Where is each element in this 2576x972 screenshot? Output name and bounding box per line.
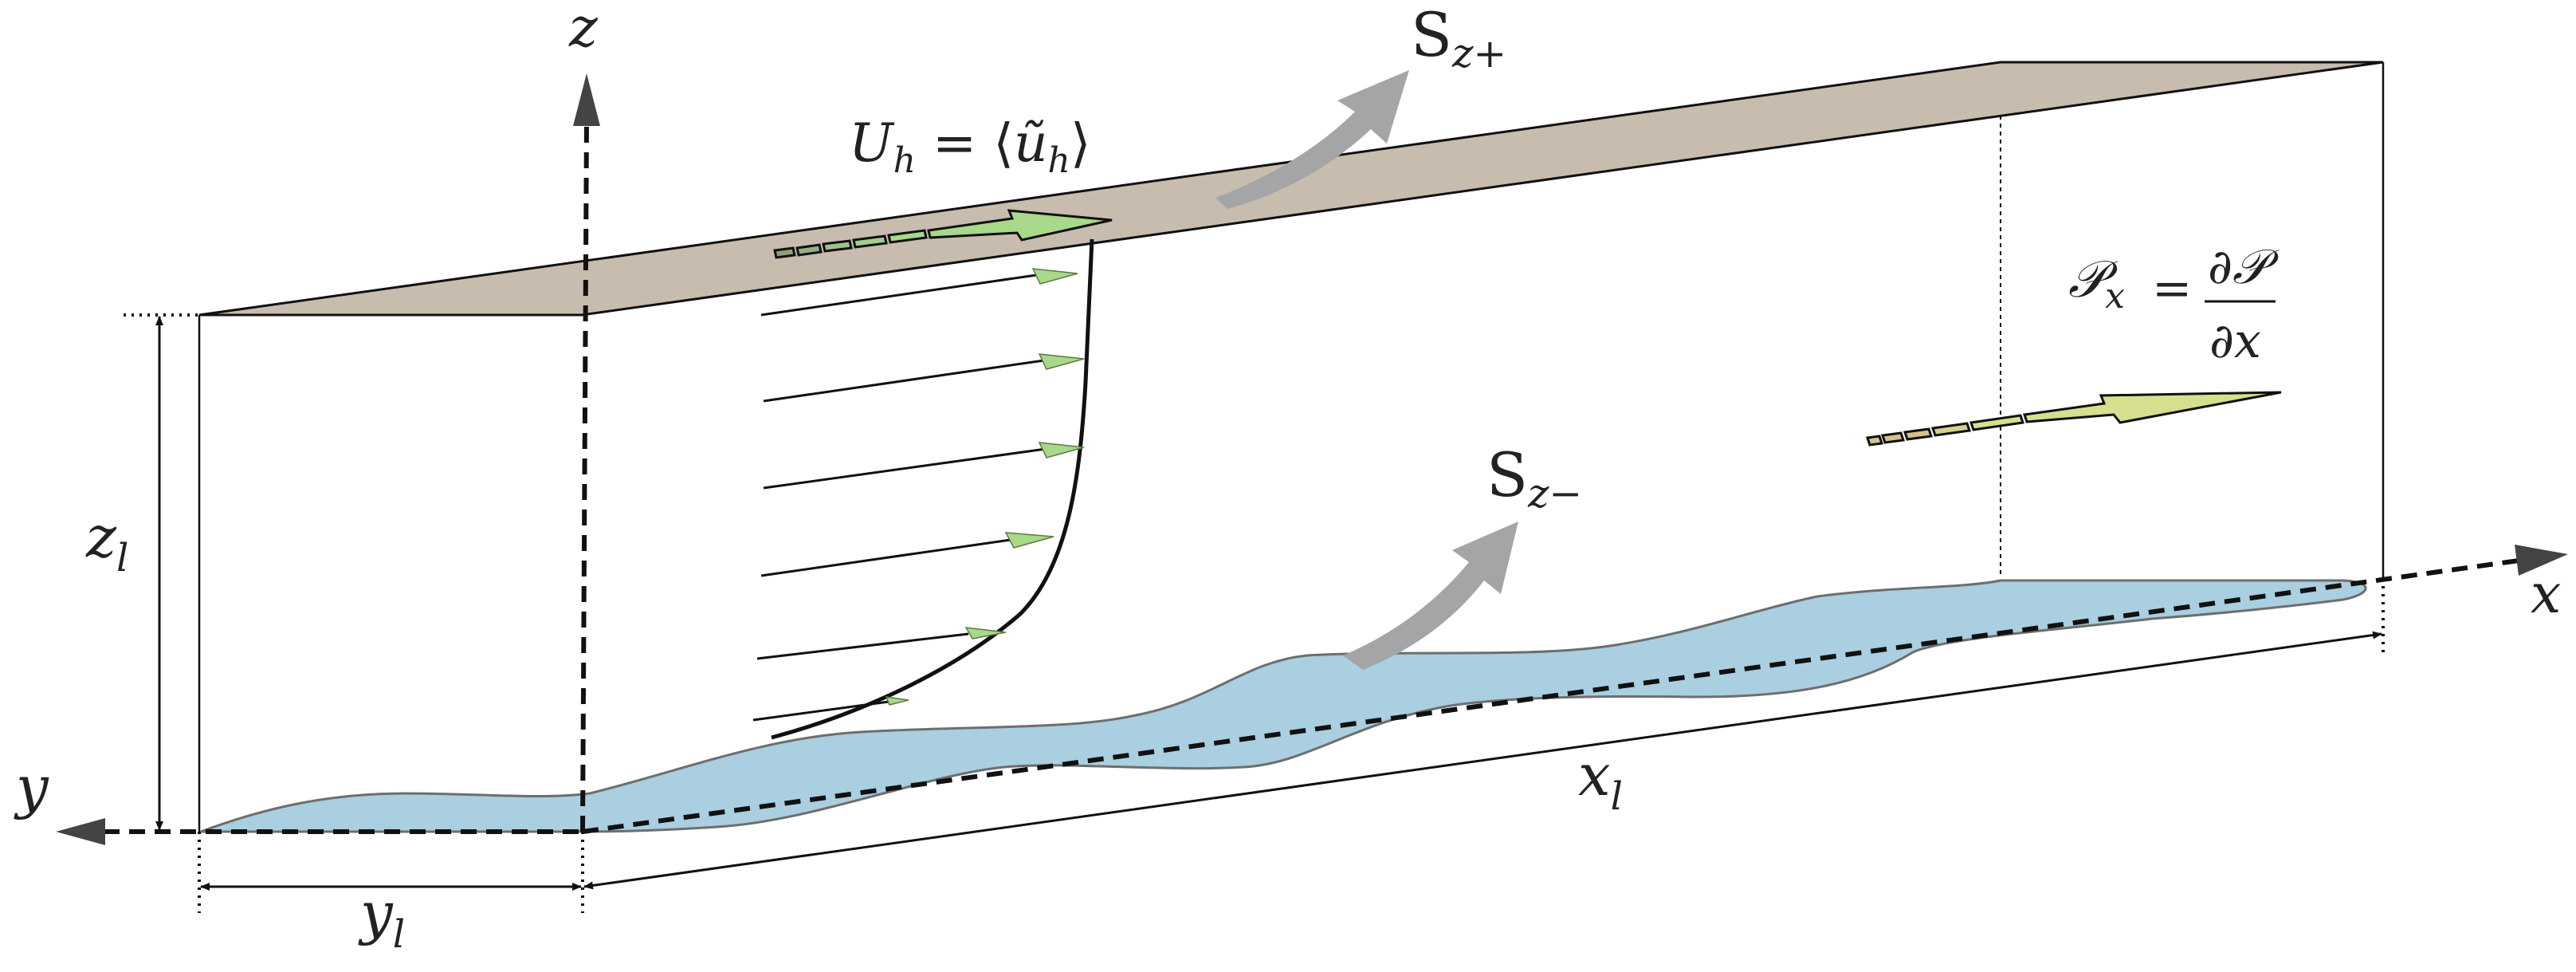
pressure-numerator: ∂𝒫	[2208, 239, 2280, 295]
xl-dimension-line	[583, 631, 2382, 890]
yl-label: yl	[358, 880, 405, 957]
velocity-arrow-4	[760, 538, 1011, 577]
velocity-arrow-6	[752, 700, 889, 722]
y-axis-arrowhead	[56, 818, 105, 845]
flux-bottom-base: S	[1486, 439, 1528, 510]
z-axis-line	[580, 119, 589, 832]
mean-velocity-h-sub-2: h	[1048, 140, 1070, 181]
pressure-denominator: ∂x	[2209, 313, 2261, 369]
x-axis-line	[582, 558, 2519, 834]
velocity-arrowhead-4-icon	[1004, 532, 1054, 549]
flux-bottom-label: Sz−	[1486, 439, 1582, 517]
zl-label: zl	[85, 503, 128, 580]
xl-label: xl	[1578, 742, 1623, 819]
flux-arrow-bottom-icon	[1343, 521, 1518, 670]
z-axis-label: z	[568, 0, 599, 60]
mean-velocity-eq: = ⟨	[916, 112, 1014, 174]
yl-base: y	[358, 880, 394, 946]
velocity-profile-arrows	[752, 268, 1085, 722]
mean-velocity-U: U	[849, 112, 895, 174]
velocity-arrow-5	[756, 632, 969, 660]
velocity-arrowhead-3-icon	[1038, 442, 1085, 458]
velocity-profile-curve	[771, 238, 1094, 740]
velocity-arrowhead-5-icon	[964, 627, 1007, 639]
flux-top-sub: z+	[1451, 30, 1506, 77]
top-plate	[198, 61, 2384, 317]
flux-arrow-top-icon	[1215, 70, 1409, 209]
pressure-gradient-label: 𝒫x = ∂𝒫 ∂x	[2068, 239, 2280, 369]
zl-sub: l	[116, 536, 128, 580]
pressure-eq: =	[2152, 261, 2192, 317]
flux-bottom-sub: z−	[1527, 470, 1582, 517]
pressure-lhs: 𝒫x	[2068, 250, 2125, 317]
zl-base: z	[85, 503, 117, 570]
mean-velocity-arrow-icon	[773, 209, 1113, 259]
x-axis-label: x	[2531, 563, 2561, 626]
z-axis-arrowhead	[573, 73, 600, 126]
flux-top-base: S	[1411, 0, 1452, 70]
flux-top-label: Sz+	[1411, 0, 1506, 77]
mean-velocity-h-sub: h	[893, 140, 916, 181]
yl-sub: l	[393, 912, 405, 957]
pressure-gradient-arrow-icon	[1866, 391, 2282, 447]
pressure-lhs-sub: x	[2105, 276, 2125, 317]
mean-velocity-u: ũ	[1014, 112, 1048, 174]
x-axis-arrowhead	[2515, 545, 2568, 576]
mean-velocity-label: Uh = ⟨ũh⟩	[849, 112, 1091, 181]
velocity-arrowhead-2-icon	[1038, 353, 1085, 370]
velocity-arrow-2	[763, 359, 1045, 403]
xl-base: x	[1578, 742, 1611, 809]
velocity-arrowhead-1-icon	[1031, 268, 1078, 285]
y-axis-label: y	[14, 754, 49, 820]
water-surface	[200, 579, 2367, 833]
mean-velocity-close: ⟩	[1070, 112, 1091, 174]
velocity-arrow-3	[763, 447, 1046, 490]
velocity-arrow-1	[760, 273, 1037, 317]
xl-sub: l	[1611, 774, 1623, 819]
velocity-arrowhead-6-icon	[885, 696, 909, 706]
